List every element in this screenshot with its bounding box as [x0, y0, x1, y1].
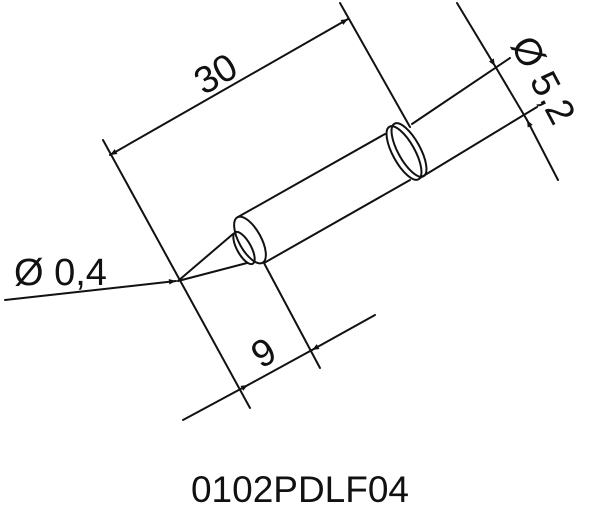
label-diameter-0-4: Ø 0,4 [14, 252, 107, 294]
extension-lines [102, 2, 538, 409]
leader-tip-diameter [4, 278, 177, 301]
dimension-arrow-5-2-bottom [526, 119, 559, 181]
dimension-line-30 [109, 18, 349, 156]
collar-ring-back [390, 122, 428, 178]
dimension-arrow-5-2-top [456, 2, 496, 67]
part-number: 0102PDLF04 [191, 469, 409, 510]
dimension-line-9 [247, 349, 313, 386]
dimension-line-5-2 [494, 65, 528, 121]
cone-base [232, 230, 256, 266]
shaft-front-ring [233, 215, 267, 265]
label-length-30: 30 [187, 46, 245, 104]
soldering-tip-outline [177, 122, 428, 282]
shaft-top-edge [237, 133, 386, 218]
dimension-arrow-9-right [311, 314, 376, 351]
label-diameter-5-2: Ø 5,2 [502, 29, 583, 131]
label-length-9: 9 [244, 330, 283, 377]
shaft-bottom-edge [263, 179, 411, 264]
collar-ring-front [385, 125, 423, 181]
dimension-arrow-9-left [182, 384, 249, 421]
cone-tip [177, 233, 248, 282]
